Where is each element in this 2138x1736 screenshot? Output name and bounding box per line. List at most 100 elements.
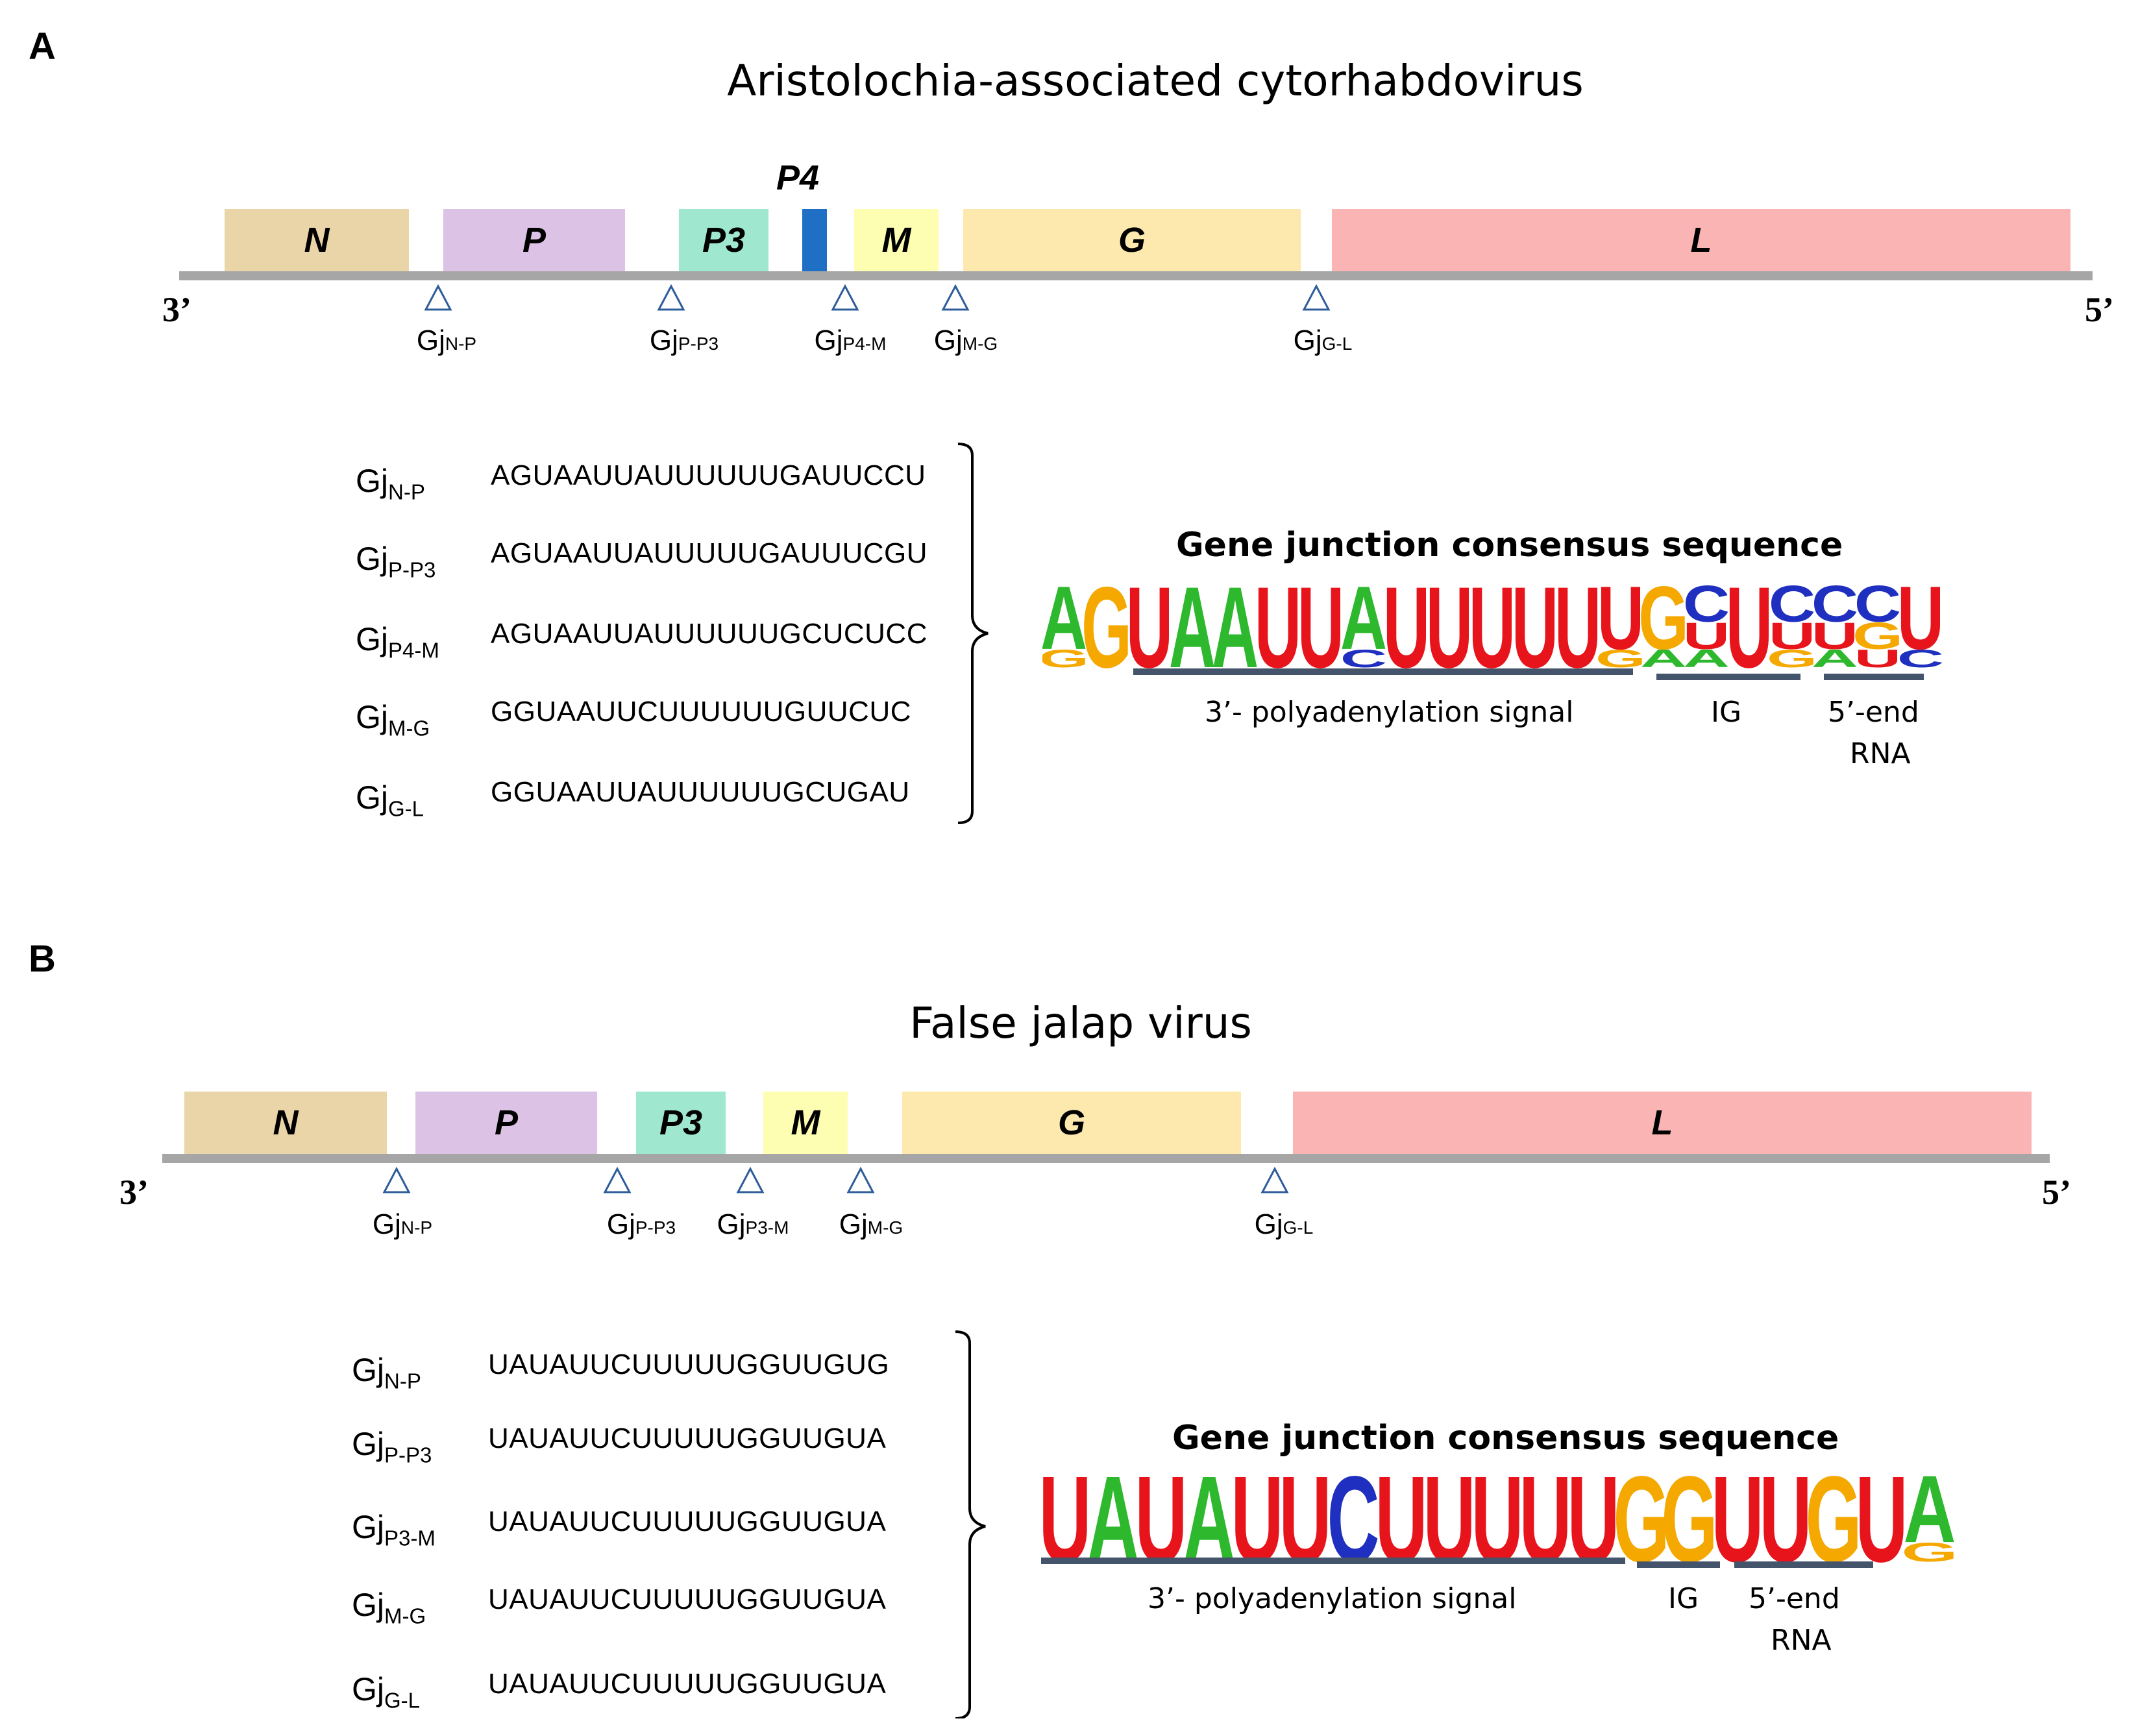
- gene-l: L: [1293, 1092, 2032, 1154]
- genome-line-b: [162, 1154, 2050, 1163]
- logo-letter: U: [1726, 584, 1773, 668]
- logo-letter: G: [1081, 584, 1132, 668]
- logo-letter: C: [1683, 584, 1730, 633]
- gene-g: G: [902, 1092, 1241, 1154]
- logo-letter: U: [1471, 1473, 1524, 1564]
- junction-label: GjG-L: [1254, 1208, 1314, 1240]
- logo-letter: U: [1126, 584, 1173, 668]
- seq-text: AGUAAUUAUUUUUUGCUCUCC: [491, 618, 928, 650]
- logo-letter: C: [1340, 644, 1387, 668]
- region-ig-a: IG: [1711, 696, 1742, 729]
- logo-letter: U: [1567, 1473, 1620, 1564]
- logo-letter: A: [1042, 584, 1087, 668]
- logo-letter: U: [1426, 584, 1473, 668]
- end-3-a: 3’: [162, 290, 191, 329]
- seq-text: UAUAUUCUUUUUGGUUGUA: [488, 1423, 887, 1454]
- gene-p4-box: [802, 209, 827, 271]
- logo-letter: U: [1383, 584, 1430, 668]
- seq-text: UAUAUUCUUUUUGGUUGUA: [488, 1583, 887, 1615]
- logo-letter: U: [1597, 584, 1644, 668]
- logo-letter: U: [1554, 584, 1601, 668]
- end-3-b: 3’: [119, 1173, 149, 1212]
- logo-letter: U: [1279, 1473, 1332, 1564]
- junction-label: GjP-P3: [606, 1208, 676, 1240]
- seq-label: GjN-P: [352, 1352, 421, 1393]
- gene-p3: P3: [679, 209, 768, 271]
- seq-text: UAUAUUCUUUUUGGUUGUA: [488, 1668, 887, 1700]
- logo-letter: U: [1856, 1473, 1908, 1564]
- underline-ig-b: [1637, 1561, 1720, 1568]
- logo-letter: A: [1340, 584, 1387, 668]
- seq-label: GjP4-M: [356, 621, 439, 663]
- gene-m: M: [854, 209, 939, 271]
- seq-label: GjM-G: [352, 1587, 426, 1628]
- seq-label: GjG-L: [356, 779, 424, 821]
- logo-letter: U: [1769, 615, 1815, 657]
- logo-letter: G: [1613, 1473, 1669, 1564]
- panel-b-title: False jalap virus: [909, 998, 1252, 1048]
- panel-b-letter: B: [29, 938, 56, 980]
- seq-label: GjP3-M: [352, 1509, 436, 1550]
- logo-letter: G: [1767, 644, 1817, 668]
- brace-a: [957, 443, 989, 824]
- logo-letter: U: [1519, 1473, 1572, 1564]
- logo-letter: U: [1375, 1473, 1428, 1564]
- logo-letter: U: [1683, 615, 1730, 657]
- logo-letter: G: [1595, 644, 1646, 668]
- gene-p3: P3: [636, 1092, 726, 1154]
- region-ig-b: IG: [1668, 1582, 1699, 1615]
- gene-m: M: [763, 1092, 848, 1154]
- gene-p: P: [443, 209, 625, 271]
- junction-label: GjP4-M: [814, 324, 887, 356]
- underline-polya-a: [1133, 668, 1633, 675]
- gene-g: G: [963, 209, 1301, 271]
- junction-label: GjN-P: [416, 324, 477, 356]
- logo-letter: A: [1683, 644, 1730, 668]
- region-5end-a-line2: RNA: [1850, 737, 1911, 770]
- logo-letter: C: [1812, 584, 1858, 633]
- seq-label: GjP-P3: [352, 1426, 432, 1467]
- panel-a-title: Aristolochia-associated cytorhabdovirus: [727, 56, 1584, 106]
- logo-letter: U: [1297, 584, 1344, 668]
- logo-letter: U: [1423, 1473, 1476, 1564]
- underline-polya-b: [1041, 1558, 1625, 1564]
- logo-letter: A: [1904, 1473, 1956, 1563]
- gene-n: N: [184, 1092, 387, 1154]
- seq-label: GjN-P: [356, 463, 425, 504]
- logo-letter: U: [1712, 1473, 1764, 1564]
- end-5-a: 5’: [2085, 290, 2114, 329]
- logo-letter: G: [1901, 1537, 1958, 1564]
- logo-letter: U: [1897, 584, 1944, 668]
- logo-letter: A: [1169, 584, 1216, 668]
- seq-text: GGUAAUUCUUUUUUGUUCUC: [491, 696, 911, 727]
- region-5end-b-line1: 5’-end: [1749, 1582, 1840, 1615]
- seq-text: GGUAAUUAUUUUUUGCUGAU: [491, 776, 910, 808]
- logo-letter: A: [1087, 1473, 1140, 1564]
- gene-p: P: [415, 1092, 597, 1154]
- logo-letter: G: [1661, 1473, 1717, 1564]
- logo-letter: A: [1212, 584, 1259, 668]
- seq-label: GjM-G: [356, 699, 430, 740]
- seq-text: UAUAUUCUUUUUGGUUGUA: [488, 1506, 887, 1537]
- logo-letter: U: [1760, 1473, 1812, 1564]
- junction-label: GjP-P3: [649, 324, 719, 356]
- junction-label: GjN-P: [372, 1208, 433, 1240]
- underline-5end-b: [1734, 1561, 1873, 1568]
- logo-letter: U: [1854, 644, 1901, 668]
- underline-5end-a: [1824, 674, 1924, 680]
- end-5-b: 5’: [2042, 1173, 2071, 1212]
- logo-letter: A: [1812, 644, 1858, 668]
- logo-title-a: Gene junction consensus sequence: [1176, 526, 1843, 565]
- logo-letter: U: [1255, 584, 1301, 668]
- logo-letter: C: [1854, 584, 1901, 633]
- logo-letter: U: [1469, 584, 1516, 668]
- logo-letter: C: [1769, 584, 1815, 633]
- seq-text: UAUAUUCUUUUUGGUUGUG: [488, 1349, 890, 1380]
- panel-a-letter: A: [29, 25, 56, 67]
- gene-l: L: [1332, 209, 2070, 271]
- brace-b: [955, 1330, 986, 1718]
- region-polya-b: 3’- polyadenylation signal: [1148, 1582, 1517, 1615]
- seq-text: AGUAAUUAUUUUUGAUUUCGU: [491, 537, 928, 569]
- logo-letter: U: [1135, 1473, 1188, 1564]
